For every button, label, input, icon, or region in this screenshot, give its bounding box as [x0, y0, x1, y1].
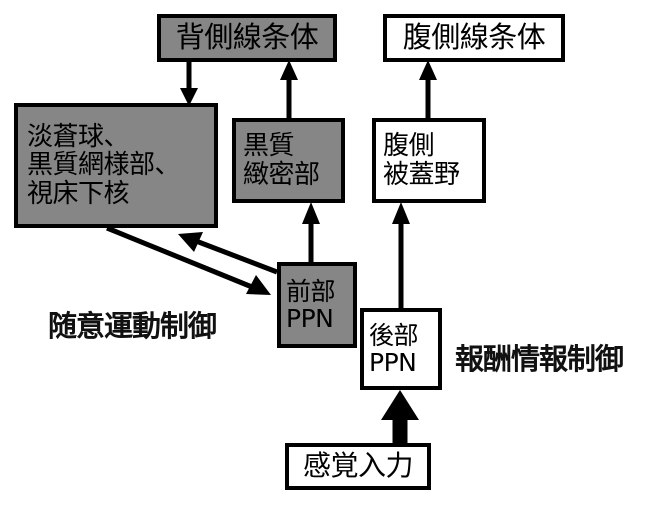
node-substantia-nigra-compacta[interactable]: 黒質 緻密部 [232, 118, 345, 203]
edge-dorsal-striatum-to-basal-ganglia [180, 62, 198, 106]
node-ventral-tegmental-area[interactable]: 腹側 被蓋野 [372, 118, 486, 203]
node-anterior-ppn[interactable]: 前部 PPN [277, 262, 357, 348]
node-anterior-ppn-line-2: PPN [286, 304, 334, 333]
node-sensory-input[interactable]: 感覚入力 [285, 443, 431, 490]
edge-snc-to-dorsal-striatum [280, 60, 298, 118]
node-posterior-ppn-line-1: 後部 [369, 321, 419, 350]
node-ventral-striatum-line-1: 腹側線条体 [402, 20, 546, 55]
node-sensory-input-line-1: 感覚入力 [302, 449, 414, 483]
node-anterior-ppn-line-1: 前部 [286, 277, 336, 306]
edge-basal-ganglia-to-anterior-ppn [106, 225, 278, 295]
edge-sensory-input-to-posterior-ppn [381, 390, 419, 445]
node-ventral-tegmental-area-line-2: 被蓋野 [383, 159, 460, 190]
node-ventral-tegmental-area-line-1: 腹側 [383, 131, 435, 162]
caption-reward-information-control: 報酬情報制御 [455, 342, 624, 376]
edge-anterior-ppn-to-snc [302, 202, 320, 266]
node-basal-ganglia-output-line-2: 黒質網様部、 [27, 150, 181, 181]
node-substantia-nigra-compacta-line-1: 黒質 [243, 131, 295, 162]
edge-vta-to-ventral-striatum [419, 60, 437, 118]
node-ventral-striatum[interactable]: 腹側線条体 [383, 14, 565, 62]
node-basal-ganglia-output[interactable]: 淡蒼球、 黒質網様部、 視床下核 [14, 103, 218, 228]
node-posterior-ppn-line-2: PPN [369, 348, 417, 377]
node-substantia-nigra-compacta-line-2: 緻密部 [243, 159, 320, 190]
node-basal-ganglia-output-line-3: 視床下核 [27, 178, 130, 209]
caption-voluntary-motor-control: 随意運動制御 [48, 309, 217, 343]
node-dorsal-striatum[interactable]: 背側線条体 [157, 14, 337, 62]
node-dorsal-striatum-line-1: 背側線条体 [175, 20, 319, 55]
node-basal-ganglia-output-line-1: 淡蒼球、 [27, 122, 130, 153]
node-posterior-ppn[interactable]: 後部 PPN [360, 308, 442, 390]
